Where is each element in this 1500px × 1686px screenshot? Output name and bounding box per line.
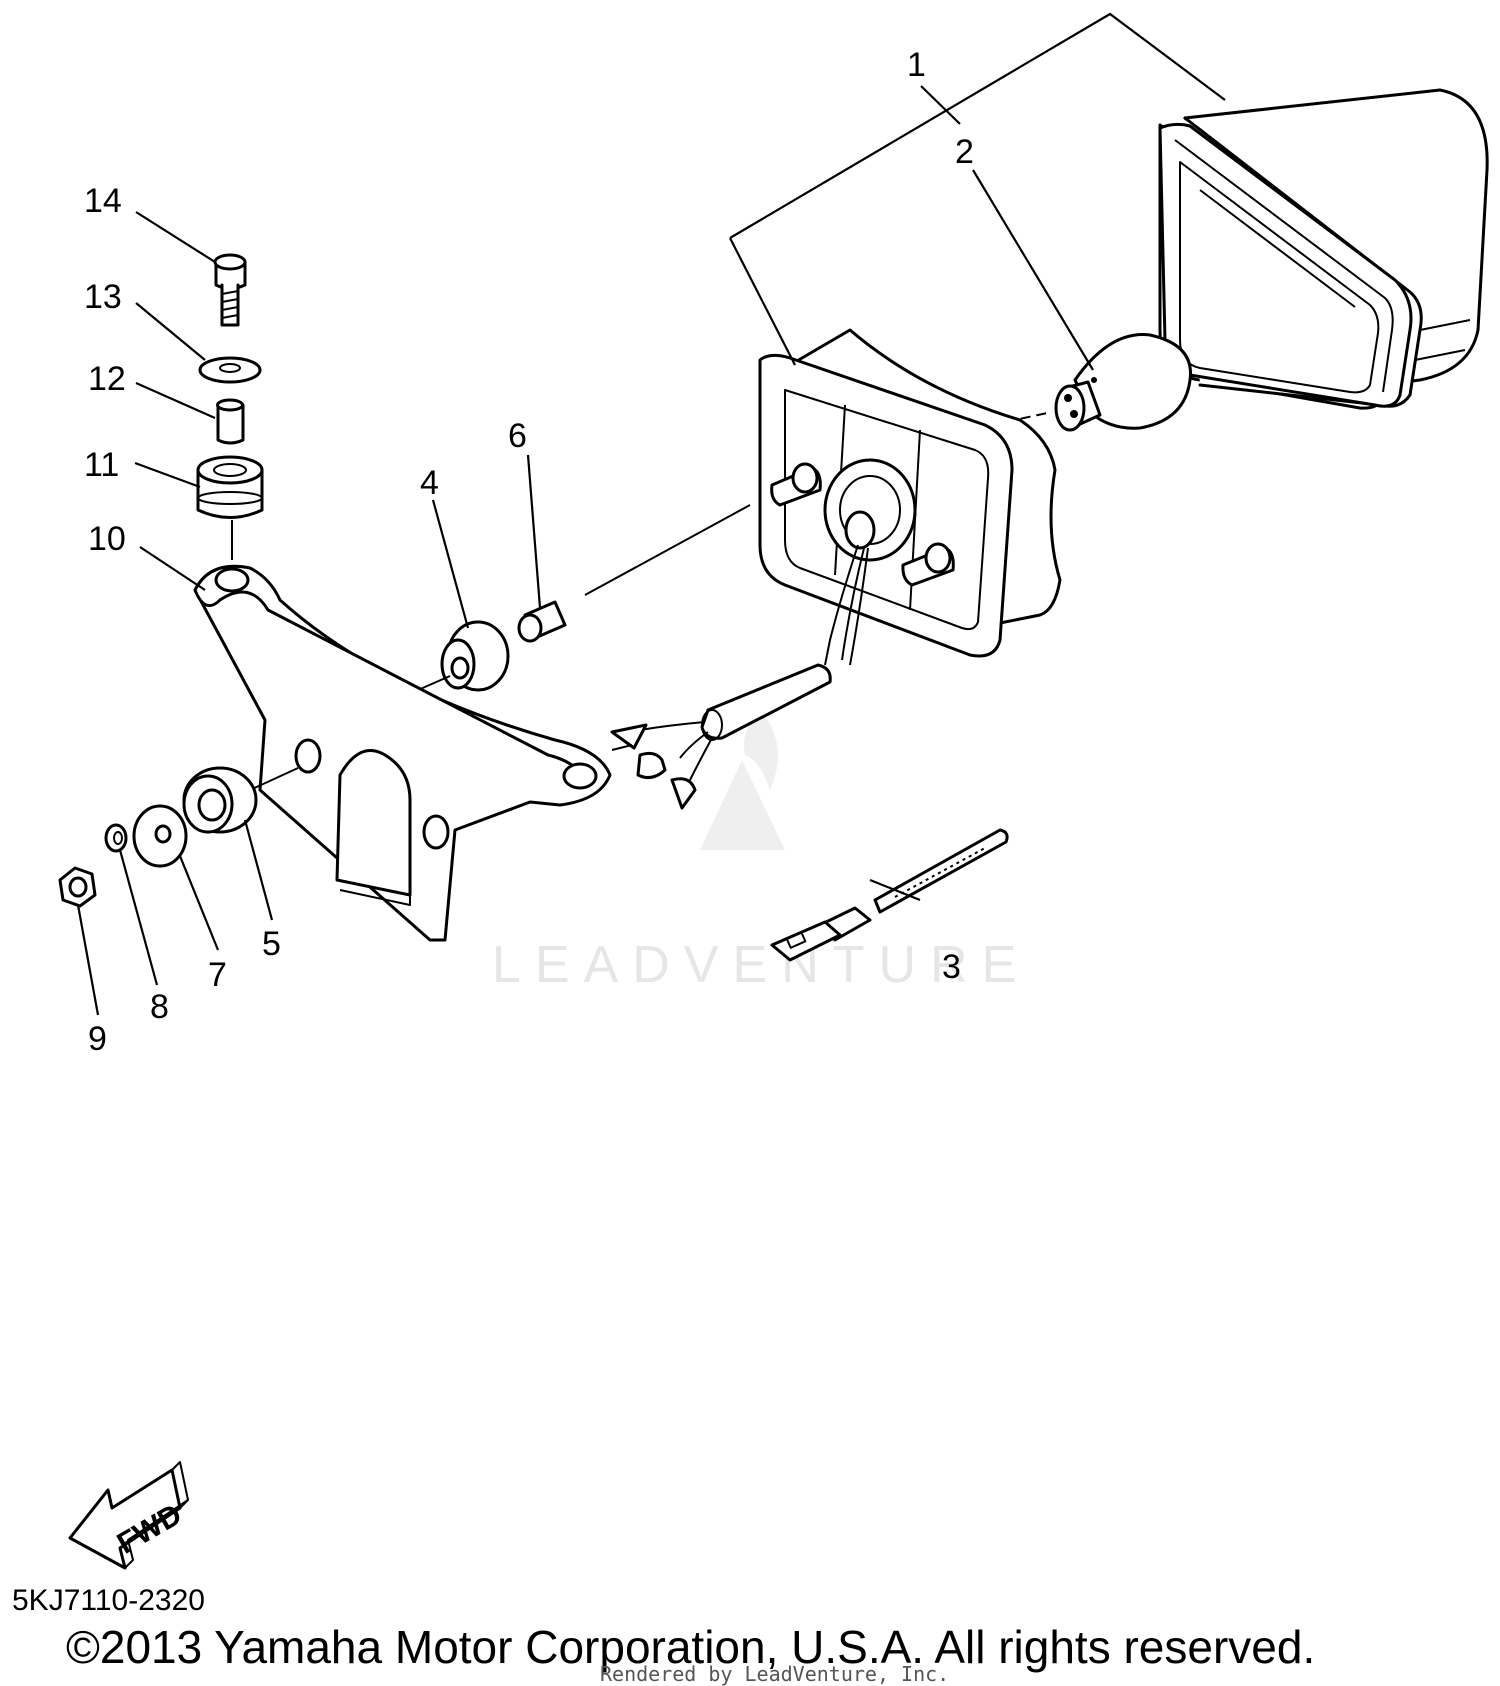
- label-10: 10: [88, 520, 126, 558]
- label-12: 12: [88, 360, 126, 398]
- label-4: 4: [420, 464, 439, 502]
- label-3: 3: [942, 948, 961, 986]
- bulb: [1004, 333, 1192, 432]
- diagram-code: 5KJ7110-2320: [12, 1584, 205, 1617]
- label-8: 8: [150, 988, 169, 1026]
- damper: [182, 766, 258, 834]
- callout-lines: [76, 85, 1094, 1016]
- label-6: 6: [508, 417, 527, 455]
- collar: [517, 600, 567, 643]
- label-1: 1: [907, 46, 926, 84]
- bracket: [193, 520, 612, 942]
- upper-collar: [216, 398, 245, 445]
- label-5: 5: [262, 925, 281, 963]
- label-13: 13: [84, 278, 122, 316]
- tail-light-lens: [1158, 88, 1489, 410]
- nut: [58, 866, 97, 908]
- fwd-arrow: FWD: [68, 1461, 189, 1570]
- tail-light-housing: [758, 328, 1062, 658]
- cable-tie: [770, 828, 1009, 962]
- rendered-by: Rendered by LeadVenture, Inc.: [600, 1662, 950, 1686]
- grommet: [417, 620, 510, 692]
- bolt: [213, 253, 247, 327]
- wire-harness: [584, 504, 869, 810]
- label-11: 11: [84, 446, 119, 484]
- washer: [132, 804, 188, 868]
- leadventure-watermark: LEADVENTURE: [492, 710, 1030, 994]
- label-7: 7: [208, 956, 227, 994]
- label-9: 9: [88, 1020, 107, 1058]
- label-2: 2: [955, 133, 974, 171]
- part-number-labels: 1 2 3 4 5 6 7 8 9 10 11 12 13 14: [84, 46, 974, 1058]
- label-14: 14: [84, 182, 122, 220]
- upper-washer: [198, 356, 262, 384]
- watermark-text: LEADVENTURE: [492, 936, 1030, 994]
- lock-washer: [104, 823, 128, 853]
- copyright: ©2013 Yamaha Motor Corporation, U.S.A. A…: [66, 1621, 1316, 1673]
- upper-grommet: [196, 455, 264, 519]
